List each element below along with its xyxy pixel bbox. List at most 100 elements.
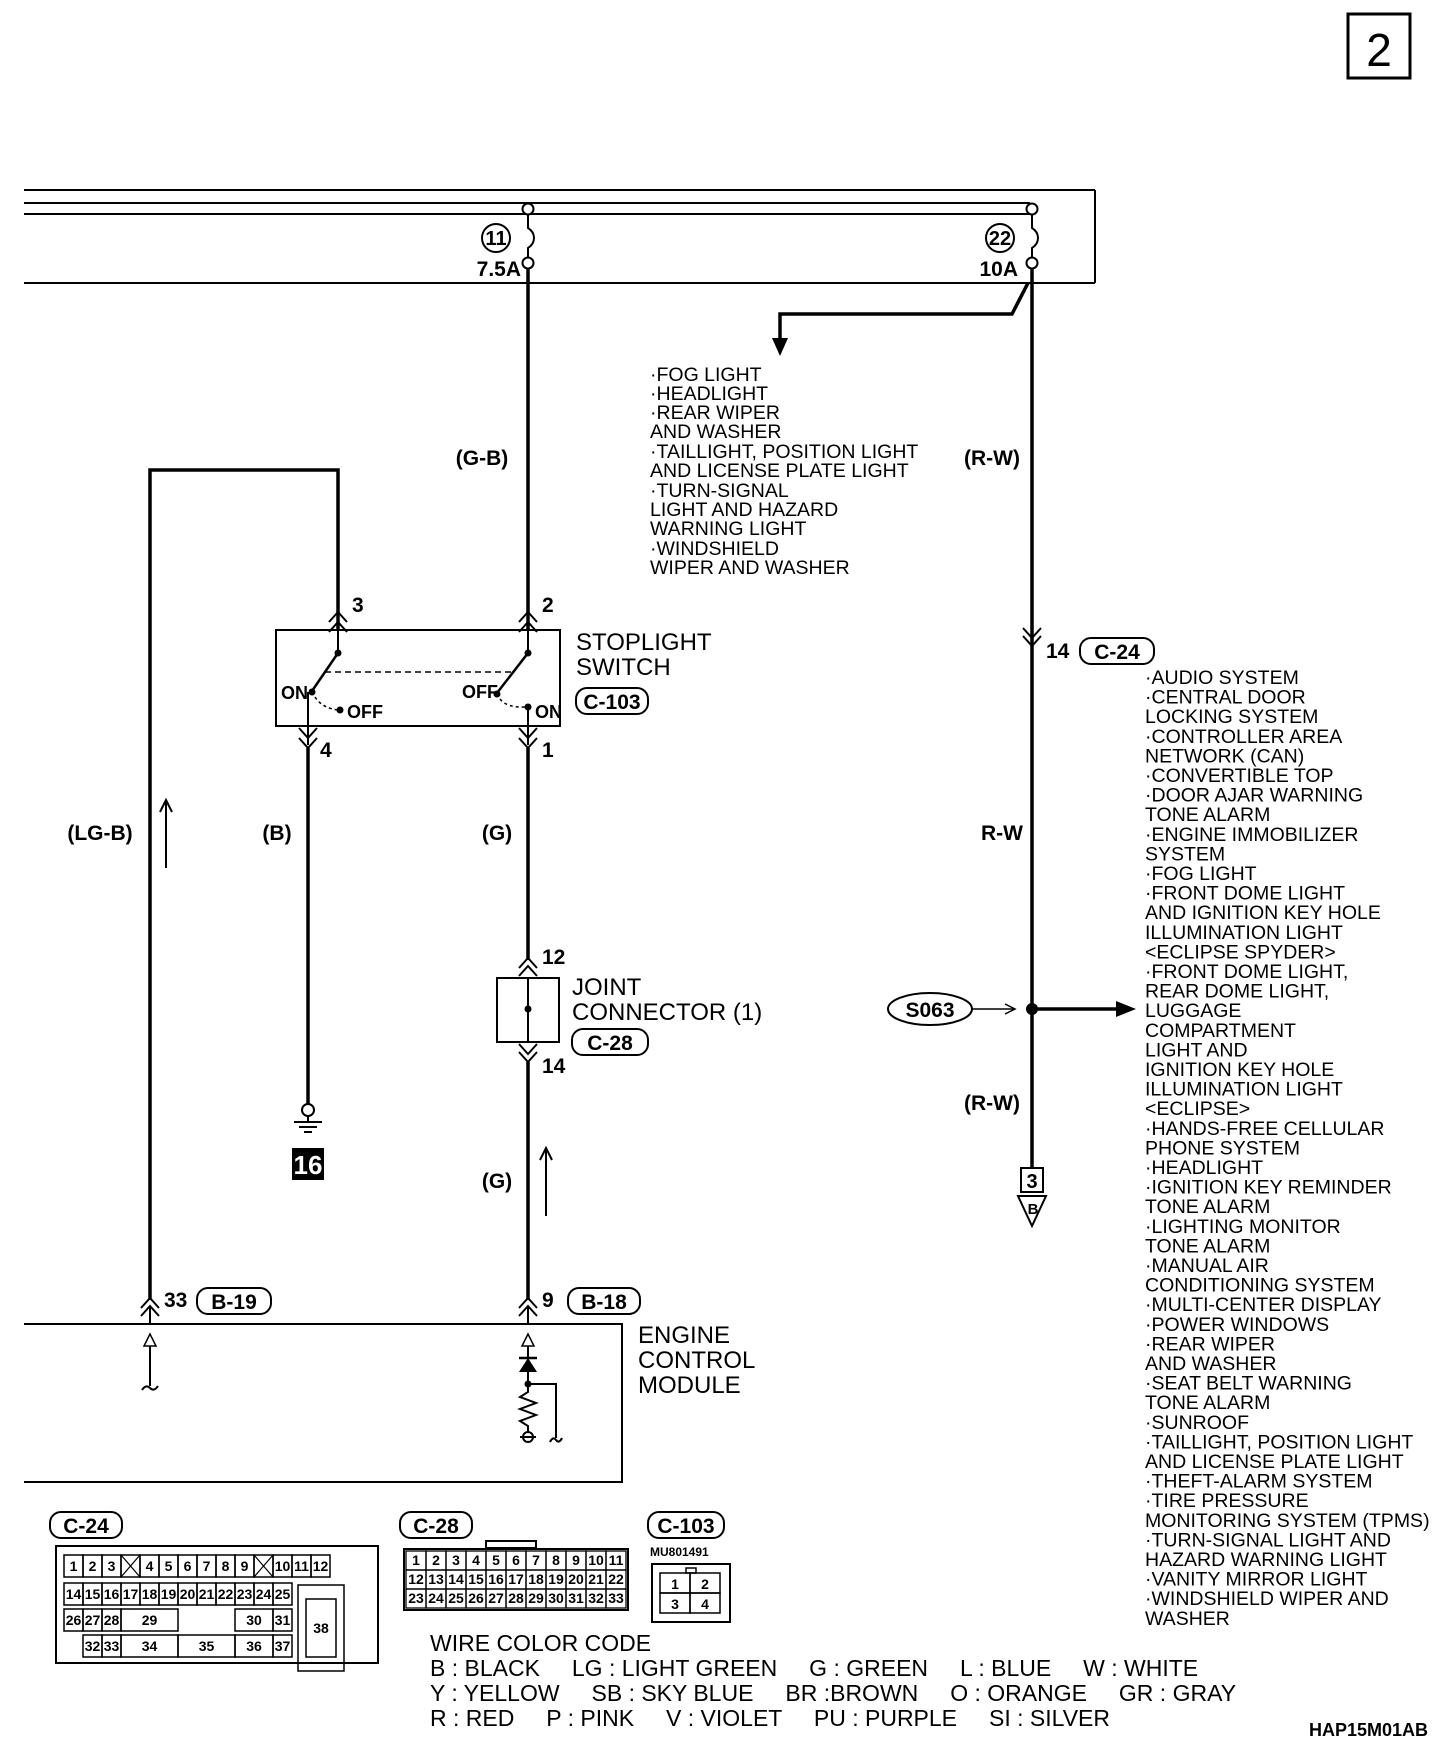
splice-branch-item: ·HANDS-FREE CELLULAR	[1145, 1118, 1384, 1140]
splice-branch-item: CONDITIONING SYSTEM	[1145, 1275, 1375, 1297]
svg-text:B-18: B-18	[581, 1291, 627, 1314]
svg-text:(B): (B)	[262, 822, 291, 845]
splice-branch-item: ·POWER WINDOWS	[1145, 1314, 1329, 1336]
connector-pin-number: 21	[199, 1586, 215, 1602]
splice-branch-item: SYSTEM	[1145, 843, 1225, 865]
connector-pin-number: 11	[294, 1558, 309, 1574]
connector-pin-number: 10	[275, 1558, 291, 1574]
splice-branch-item: ·THEFT-ALARM SYSTEM	[1145, 1471, 1373, 1493]
svg-text:B: B	[1028, 1201, 1039, 1218]
svg-text:4: 4	[701, 1596, 709, 1612]
splice-branch-item: LOCKING SYSTEM	[1145, 706, 1318, 728]
splice-branch-item: ·AUDIO SYSTEM	[1145, 667, 1299, 689]
connector-pin-number: 23	[237, 1586, 253, 1602]
connector-housing	[403, 1548, 629, 1611]
splice-branch-item: ·SEAT BELT WARNING	[1145, 1373, 1352, 1395]
svg-text:1: 1	[671, 1576, 679, 1592]
connector-pin-number: 8	[552, 1552, 560, 1568]
connector-pin-number: 3	[452, 1552, 460, 1568]
connector-cavity	[272, 1608, 293, 1632]
connector-pin-number: 14	[448, 1571, 464, 1587]
connector-pin-number: 17	[123, 1586, 139, 1602]
svg-text:10A: 10A	[979, 258, 1018, 281]
figure-code: HAP15M01AB	[1309, 1720, 1428, 1740]
splice-branch-item: PHONE SYSTEM	[1145, 1137, 1300, 1159]
connector-pin-number: 24	[428, 1590, 444, 1606]
splice-branch-item: ·FRONT DOME LIGHT	[1145, 883, 1345, 905]
svg-text:ON: ON	[281, 683, 308, 703]
connector-pin-number: 2	[89, 1558, 97, 1574]
svg-text:AND LICENSE PLATE LIGHT: AND LICENSE PLATE LIGHT	[650, 460, 909, 482]
connector-pin-number: 28	[508, 1590, 524, 1606]
connector-pin-number: 4	[146, 1558, 154, 1574]
connector-pin-number: 33	[104, 1638, 120, 1654]
splice-branch-item: ·FRONT DOME LIGHT,	[1145, 961, 1348, 983]
connector-pin-number: 29	[528, 1590, 544, 1606]
connector-pin-number: 26	[66, 1612, 82, 1628]
joint-pin-12: 12	[542, 946, 565, 969]
continuation-marker: 3 B	[1016, 1167, 1048, 1229]
connector-pin-number: 19	[548, 1571, 564, 1587]
svg-text:CONTROL: CONTROL	[638, 1347, 755, 1374]
connector-pin-number: 22	[608, 1571, 624, 1587]
connector-pin-number: 18	[528, 1571, 544, 1587]
splice-branch-item: TONE ALARM	[1145, 1196, 1270, 1218]
switch-pin-3: 3	[352, 594, 364, 617]
connector-pin-number: 37	[275, 1638, 291, 1654]
connector-pin-number: 12	[408, 1571, 424, 1587]
connector-pin-number: 22	[218, 1586, 234, 1602]
svg-text:B : BLACK LG : LIGHT GREEN: B : BLACK LG : LIGHT GREEN G : GREEN L :…	[430, 1655, 1198, 1681]
svg-text:·WINDSHIELD: ·WINDSHIELD	[650, 538, 779, 560]
connector-pin-number: 17	[508, 1571, 524, 1587]
connector-pin-number: 27	[85, 1612, 101, 1628]
page-number: 2	[1366, 24, 1392, 76]
svg-text:C-28: C-28	[413, 1515, 459, 1538]
connector-pin-number: 38	[313, 1620, 329, 1636]
ground-number-badge: 16	[292, 1148, 324, 1180]
svg-text:OFF: OFF	[347, 702, 383, 722]
splice-branch-item: ·TAILLIGHT, POSITION LIGHT	[1145, 1431, 1413, 1453]
svg-text:CONNECTOR (1): CONNECTOR (1)	[572, 999, 762, 1026]
splice-branch-item: ·MANUAL AIR	[1145, 1255, 1269, 1277]
splice-branch-item: AND IGNITION KEY HOLE	[1145, 902, 1381, 924]
splice-branch-item: NETWORK (CAN)	[1145, 745, 1304, 767]
connector-cavity	[272, 1582, 293, 1606]
connector-pin-number: 31	[275, 1612, 291, 1628]
splice-branch-item: ·SUNROOF	[1145, 1412, 1249, 1434]
splice-branch-list: ·AUDIO SYSTEM·CENTRAL DOOR LOCKING SYSTE…	[1145, 667, 1430, 1630]
splice-branch-item: IGNITION KEY HOLE	[1145, 1059, 1334, 1081]
splice-branch-item: ILLUMINATION LIGHT	[1145, 922, 1343, 944]
connector-pin-number: 30	[548, 1590, 564, 1606]
switch-pin-4: 4	[320, 739, 332, 762]
joint-connector	[496, 956, 560, 1064]
connector-pin-number: 20	[568, 1571, 584, 1587]
svg-text:WIPER AND WASHER: WIPER AND WASHER	[650, 557, 850, 579]
fuse-11: 11 7.5A	[477, 202, 535, 281]
connector-cavity	[605, 1588, 627, 1609]
connector-pin-number: 1	[412, 1552, 420, 1568]
signal-arrow-icon	[159, 797, 173, 868]
svg-text:ON: ON	[535, 702, 562, 722]
splice-branch-item: ·IGNITION KEY REMINDER	[1145, 1177, 1392, 1199]
splice-branch-item: <ECLIPSE>	[1145, 1098, 1250, 1120]
svg-text:(G-B): (G-B)	[456, 447, 508, 470]
svg-text:C-24: C-24	[1094, 641, 1140, 664]
ecm-pin-33: 33 B-19	[140, 1287, 272, 1324]
svg-text:OFF: OFF	[462, 682, 498, 702]
wire-lg-b	[148, 468, 340, 1300]
splice-branch-item: MONITORING SYSTEM (TPMS)	[1145, 1510, 1430, 1532]
connector-pin-number: 31	[568, 1590, 584, 1606]
svg-text:MU801491: MU801491	[650, 1545, 709, 1559]
splice-s063: S063	[887, 992, 1136, 1026]
connector-pin-number: 2	[432, 1552, 440, 1568]
splice-branch-item: ·VANITY MIRROR LIGHT	[1145, 1569, 1368, 1591]
svg-text:·FOG LIGHT: ·FOG LIGHT	[650, 364, 762, 386]
splice-branch-item: TONE ALARM	[1145, 1235, 1270, 1257]
splice-branch-item: TONE ALARM	[1145, 804, 1270, 826]
fuse-block	[24, 189, 1096, 284]
wire-color-code-legend: WIRE COLOR CODE B : BLACK LG : LIGHT GRE…	[430, 1630, 1236, 1731]
svg-text:Y : YELLOW SB : SKY BLUE: Y : YELLOW SB : SKY BLUE BR :BROWN O : O…	[430, 1680, 1236, 1706]
connector-pin-number: 9	[572, 1552, 580, 1568]
